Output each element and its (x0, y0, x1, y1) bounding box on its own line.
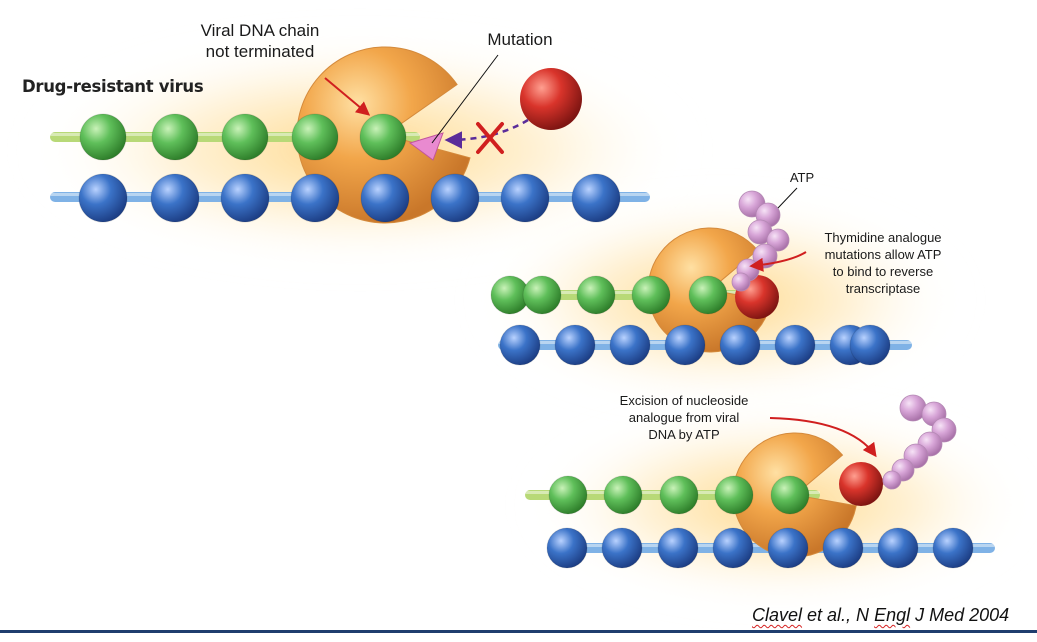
top-blue-nucleotide-bead (150, 173, 200, 223)
label-atp: ATP (789, 170, 815, 185)
middle-blue-nucleotide-bead (609, 324, 651, 366)
top-green-nucleotide-bead (291, 113, 339, 161)
thymidine-line-4: transcriptase (845, 280, 921, 296)
top-blue-nucleotide-bead (500, 173, 550, 223)
middle-green-nucleotide-bead (688, 275, 728, 315)
top-green-nucleotide-bead (79, 113, 127, 161)
top-blue-nucleotide-bead (571, 173, 621, 223)
top-blue-nucleotide-bead (290, 173, 340, 223)
middle-blue-nucleotide-bead (664, 324, 706, 366)
middle-green-nucleotide-bead (522, 275, 562, 315)
thymidine-line-2: mutations allow ATP (824, 246, 942, 262)
top-green-nucleotide-bead (151, 113, 199, 161)
bottom-green-nucleotide-bead (714, 475, 754, 515)
label-arrow-atp-binding (749, 251, 807, 272)
middle-blue-nucleotide-bead (774, 324, 816, 366)
bottom-blue-nucleotide-bead (712, 527, 754, 569)
middle-atp-molecule (766, 228, 790, 252)
block-x-mark (476, 122, 504, 154)
middle-atp-molecule (731, 272, 751, 292)
mutation-leader-line (431, 54, 499, 144)
top-green-nucleotide-bead (221, 113, 269, 161)
top-blue-nucleotide-bead (430, 173, 480, 223)
label-thymidine-mutations: Thymidine analogue mutations allow ATP t… (808, 230, 958, 298)
bottom-atp-molecule (882, 470, 902, 490)
footer-rule (0, 630, 1037, 633)
middle-green-nucleotide-bead (631, 275, 671, 315)
thymidine-line-1: Thymidine analogue (824, 230, 942, 245)
citation: Clavel et al., N Engl J Med 2004 (752, 605, 1009, 626)
atp-leader-line (777, 187, 798, 209)
middle-green-nucleotide-bead (576, 275, 616, 315)
bottom-blue-nucleotide-bead (657, 527, 699, 569)
bottom-blue-nucleotide-bead (546, 527, 588, 569)
bottom-blue-nucleotide-bead (822, 527, 864, 569)
bottom-blue-nucleotide-bead (877, 527, 919, 569)
bottom-green-nucleotide-bead (659, 475, 699, 515)
top-green-nucleotide-bead (359, 113, 407, 161)
bottom-green-nucleotide-bead (548, 475, 588, 515)
excision-line-3: DNA by ATP (648, 426, 720, 442)
citation-journal-word: Engl (874, 605, 911, 625)
middle-blue-nucleotide-bead (849, 324, 891, 366)
label-viral-dna-chain-line2: not terminated (205, 42, 315, 62)
thymidine-line-3: to bind to reverse (832, 263, 934, 279)
panel-title-drug-resistant: Drug-resistant virus (22, 77, 204, 96)
label-mutation: Mutation (487, 30, 553, 49)
citation-tail: J Med 2004 (910, 605, 1010, 625)
middle-blue-nucleotide-bead (719, 324, 761, 366)
excision-line-1: Excision of nucleoside (619, 393, 749, 408)
label-viral-dna-chain-line1: Viral DNA chain (200, 21, 320, 40)
label-excision: Excision of nucleoside analogue from vir… (604, 393, 764, 444)
bottom-green-nucleotide-bead (603, 475, 643, 515)
bottom-blue-nucleotide-bead (767, 527, 809, 569)
middle-blue-nucleotide-bead (499, 324, 541, 366)
top-blue-nucleotide-bead (78, 173, 128, 223)
bottom-excised-analogue-red-bead (839, 462, 883, 506)
label-viral-dna-chain: Viral DNA chain not terminated (180, 20, 340, 63)
bottom-green-nucleotide-bead (770, 475, 810, 515)
bottom-blue-nucleotide-bead (932, 527, 974, 569)
citation-middle: et al., N (802, 605, 875, 625)
bottom-blue-nucleotide-bead (601, 527, 643, 569)
middle-blue-nucleotide-bead (554, 324, 596, 366)
top-blue-nucleotide-bead (220, 173, 270, 223)
top-blue-nucleotide-bead (360, 173, 410, 223)
citation-author: Clavel (752, 605, 803, 625)
label-arrow-viral-dna (324, 77, 371, 116)
excision-line-2: analogue from viral (628, 409, 740, 425)
label-arrow-excision (769, 417, 877, 458)
top-nucleoside-analogue-red-bead (520, 68, 582, 130)
